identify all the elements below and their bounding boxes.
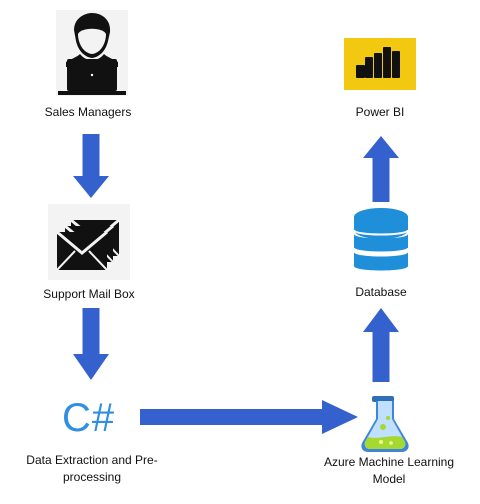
sales-managers-label: Sales Managers <box>44 105 132 119</box>
arrow-extraction-to-azure-ml <box>140 400 358 434</box>
arrow-sales-to-mail <box>73 134 109 198</box>
flask-icon <box>361 396 409 452</box>
database-icon <box>353 208 409 271</box>
mail-stack-icon <box>48 204 130 280</box>
arrow-azure-ml-to-database <box>363 308 399 382</box>
support-mail-box-label: Support Mail Box <box>43 287 135 301</box>
person-laptop-icon <box>56 10 128 96</box>
data-extraction-label: Data Extraction and Pre-processing <box>26 453 158 484</box>
azure-ml-label: Azure Machine Learning Model <box>323 455 455 486</box>
arrow-database-to-power-bi <box>363 136 399 202</box>
power-bi-icon <box>344 38 416 90</box>
arrow-mail-to-extraction <box>73 308 109 380</box>
csharp-icon: C# <box>62 396 116 440</box>
database-label: Database <box>355 285 407 299</box>
power-bi-label: Power BI <box>355 105 405 119</box>
